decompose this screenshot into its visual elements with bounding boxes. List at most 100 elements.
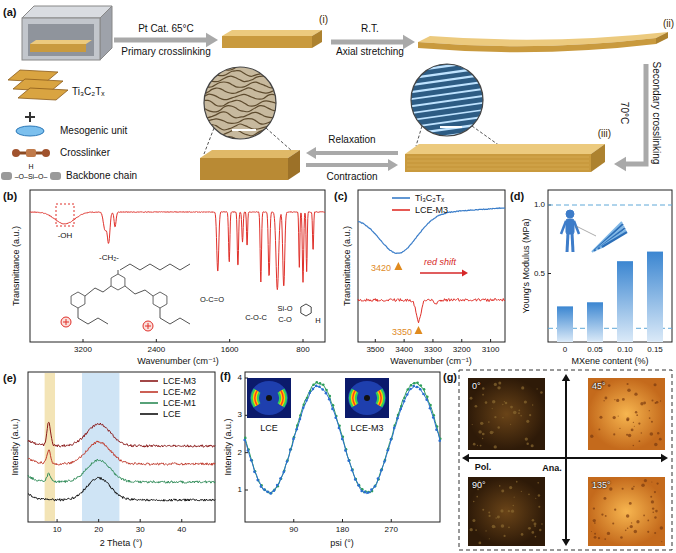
pom-image xyxy=(492,400,495,403)
pom-image xyxy=(501,524,505,528)
slab-shape xyxy=(407,157,589,158)
text-label: 3350 xyxy=(392,327,412,337)
slab-shape xyxy=(222,30,322,36)
azimuthal-chart xyxy=(293,519,294,522)
pom-image xyxy=(477,445,478,446)
intensity-dot xyxy=(273,489,276,492)
bar xyxy=(617,261,633,342)
pom-image xyxy=(631,488,633,490)
pom-image xyxy=(497,515,500,518)
legend-line xyxy=(140,391,158,393)
text-label: 1.0 xyxy=(534,200,545,209)
pom-image xyxy=(488,421,490,423)
text-label: (b) xyxy=(3,191,17,202)
intensity-dot xyxy=(329,395,332,398)
process-arrow xyxy=(403,35,415,49)
chemical-structure xyxy=(85,286,111,296)
ftir-chart xyxy=(303,339,304,342)
intensity-dot xyxy=(364,491,367,494)
chemical-structure xyxy=(160,308,190,324)
intensity-dot xyxy=(406,393,409,396)
text-label: 1 xyxy=(238,485,242,494)
text-label: 2400 xyxy=(147,346,165,354)
peak-marker xyxy=(415,326,423,334)
pom-image xyxy=(540,391,543,394)
intensity-dot xyxy=(276,484,279,487)
text-label: LCE-M3 xyxy=(350,424,383,433)
slab-shape xyxy=(405,154,591,172)
waxs-pattern xyxy=(376,389,385,408)
pom-image xyxy=(608,384,611,387)
chemical-structure xyxy=(143,321,153,331)
chemical-structure xyxy=(61,264,190,331)
text-label: Si-O xyxy=(278,305,293,313)
pom-image xyxy=(538,494,541,497)
sem-wrinkled-inset xyxy=(200,142,280,148)
intensity-dot xyxy=(422,393,425,396)
slab-shape xyxy=(405,144,605,154)
intensity-dot xyxy=(256,479,259,482)
pom-image xyxy=(516,481,518,483)
text-label: H xyxy=(315,316,320,325)
pom-image xyxy=(654,516,656,518)
intensity-dot xyxy=(420,384,423,387)
pom-image xyxy=(521,533,524,536)
pom-image xyxy=(488,515,490,517)
text-label: psi (°) xyxy=(330,539,354,548)
text-label: 30 xyxy=(136,526,145,534)
pom-image xyxy=(536,388,537,389)
bar xyxy=(557,306,573,342)
intensity-dot xyxy=(409,388,412,391)
text-label: 3 xyxy=(238,411,242,419)
pom-image xyxy=(593,519,596,522)
legend-line xyxy=(140,376,160,386)
legend-entry: LCE xyxy=(140,409,181,419)
legend-text: LCE xyxy=(163,409,181,419)
pom-image xyxy=(494,526,495,527)
pom-image xyxy=(525,437,528,440)
intensity-dot xyxy=(305,399,308,402)
relaxation-arrows xyxy=(388,159,398,171)
intensity-dot xyxy=(354,478,357,481)
text-label: Wavenumber (cm⁻¹) xyxy=(137,356,218,366)
text-label: 1600 xyxy=(221,345,239,354)
material-icons xyxy=(16,126,44,136)
pom-image xyxy=(490,431,494,435)
text-label: LCE-M3 xyxy=(350,423,383,433)
legend-text: LCE-M3 xyxy=(163,376,196,386)
pom-image xyxy=(511,510,514,513)
sem-wrinkled-inset xyxy=(200,63,280,143)
sem-aligned-inset xyxy=(472,126,500,146)
pom-image xyxy=(641,483,645,487)
text-label: -OH xyxy=(58,231,73,240)
intensity-dot xyxy=(370,488,373,491)
pom-image xyxy=(619,428,620,429)
pom-image xyxy=(480,445,482,447)
legend-entry: LCE-M3 xyxy=(392,205,448,215)
text-label: 3500 xyxy=(366,346,384,354)
text-label: 800 xyxy=(296,345,309,354)
intensity-dot xyxy=(318,385,321,388)
bar xyxy=(587,302,603,342)
pom-image xyxy=(538,506,540,508)
pom-image xyxy=(541,523,543,525)
chemical-structure xyxy=(148,323,149,329)
text-label: C-O-C xyxy=(245,314,267,322)
intensity-dot xyxy=(367,491,370,494)
intensity-dot xyxy=(383,460,386,463)
text-label: Transmittance (a.u.) xyxy=(343,226,352,306)
intensity-dot xyxy=(331,408,334,411)
xrd-line xyxy=(28,477,215,501)
pom-image xyxy=(478,541,481,544)
pom-image xyxy=(512,505,514,507)
legend-line xyxy=(140,402,158,404)
intensity-dot xyxy=(322,383,325,386)
benzene-icon xyxy=(301,304,311,316)
mold xyxy=(22,6,112,18)
axis-frame xyxy=(245,372,440,522)
sample-slab: (iii) xyxy=(405,128,611,182)
text-label: 3100 xyxy=(482,346,500,354)
modulus-bar-chart xyxy=(548,190,672,342)
chemical-structure xyxy=(111,274,125,290)
